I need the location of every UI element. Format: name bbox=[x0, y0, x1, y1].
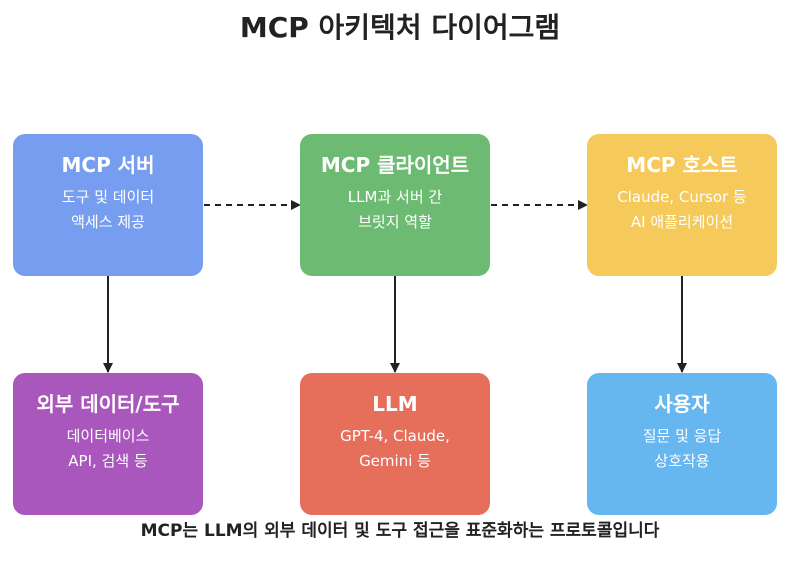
mcp-client-desc-line2: 브릿지 역할 bbox=[358, 213, 432, 231]
user-title: 사용자 bbox=[654, 392, 710, 416]
diagram-title: MCP 아키텍처 다이어그램 bbox=[239, 11, 561, 44]
external-data-tools-desc-line2: API, 검색 등 bbox=[68, 452, 148, 470]
mcp-server-box: MCP 서버 도구 및 데이터 액세스 제공 bbox=[13, 134, 203, 276]
mcp-server-desc-line2: 액세스 제공 bbox=[71, 213, 145, 231]
user-desc-line2: 상호작용 bbox=[654, 452, 710, 470]
mcp-client-title: MCP 클라이언트 bbox=[320, 153, 470, 177]
mcp-client-desc-line1: LLM과 서버 간 bbox=[347, 188, 443, 206]
llm-box: LLM GPT-4, Claude, Gemini 등 bbox=[300, 373, 490, 515]
mcp-host-title: MCP 호스트 bbox=[626, 153, 738, 177]
mcp-host-box: MCP 호스트 Claude, Cursor 등 AI 애플리케이션 bbox=[587, 134, 777, 276]
mcp-server-title: MCP 서버 bbox=[61, 153, 155, 177]
mcp-client-box: MCP 클라이언트 LLM과 서버 간 브릿지 역할 bbox=[300, 134, 490, 276]
mcp-host-desc-line1: Claude, Cursor 등 bbox=[617, 188, 747, 206]
external-data-tools-desc-line1: 데이터베이스 bbox=[66, 427, 150, 445]
llm-title: LLM bbox=[372, 392, 418, 416]
mcp-server-desc-line1: 도구 및 데이터 bbox=[61, 188, 155, 206]
external-data-tools-title: 외부 데이터/도구 bbox=[36, 392, 180, 416]
user-box: 사용자 질문 및 응답 상호작용 bbox=[587, 373, 777, 515]
llm-desc-line2: Gemini 등 bbox=[359, 452, 431, 470]
llm-desc-line1: GPT-4, Claude, bbox=[340, 427, 450, 445]
user-desc-line1: 질문 및 응답 bbox=[642, 427, 722, 445]
footer-caption: MCP는 LLM의 외부 데이터 및 도구 접근을 표준화하는 프로토콜입니다 bbox=[140, 521, 660, 541]
external-data-tools-box: 외부 데이터/도구 데이터베이스 API, 검색 등 bbox=[13, 373, 203, 515]
mcp-host-desc-line2: AI 애플리케이션 bbox=[630, 213, 734, 231]
